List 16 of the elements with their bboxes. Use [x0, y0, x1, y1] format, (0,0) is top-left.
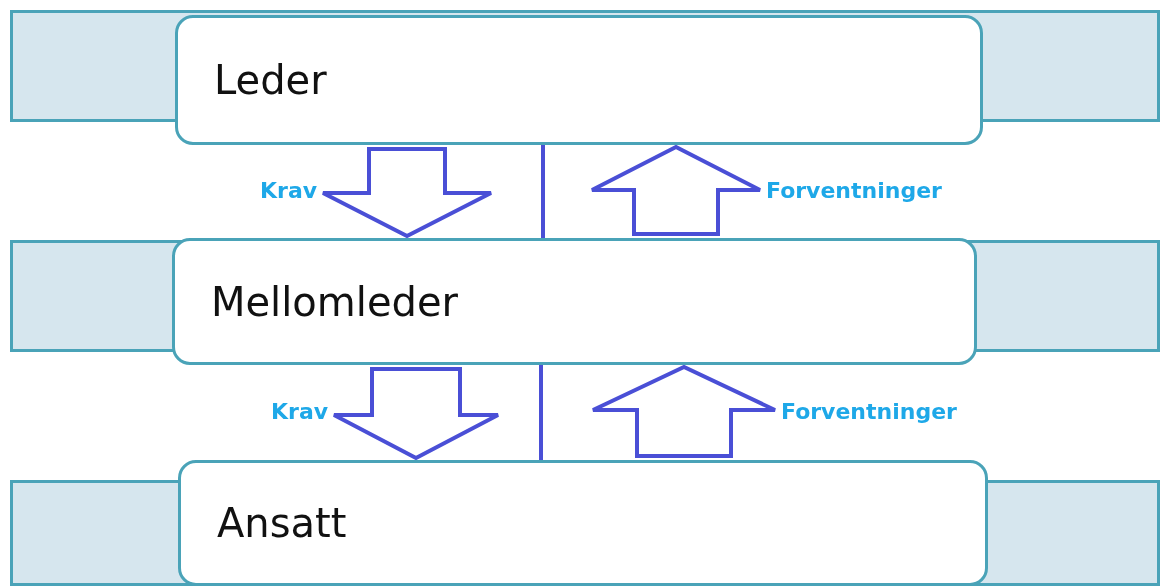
edge-label: Krav [260, 177, 318, 203]
edge-label: Forventninger [781, 398, 957, 424]
level-title: Mellomleder [210, 278, 458, 325]
divider-line [541, 145, 545, 238]
level-box [175, 15, 983, 145]
block-arrow [590, 144, 762, 236]
edge-label: Krav [271, 398, 329, 424]
block-arrow [591, 364, 777, 458]
block-arrow [332, 367, 500, 461]
level-title: Leder [213, 57, 327, 103]
block-arrow [321, 147, 493, 239]
level-box [172, 238, 977, 365]
edge-label: Forventninger [766, 177, 942, 203]
divider-line [539, 365, 543, 460]
level-title: Ansatt [216, 500, 347, 546]
level-box [178, 460, 988, 586]
